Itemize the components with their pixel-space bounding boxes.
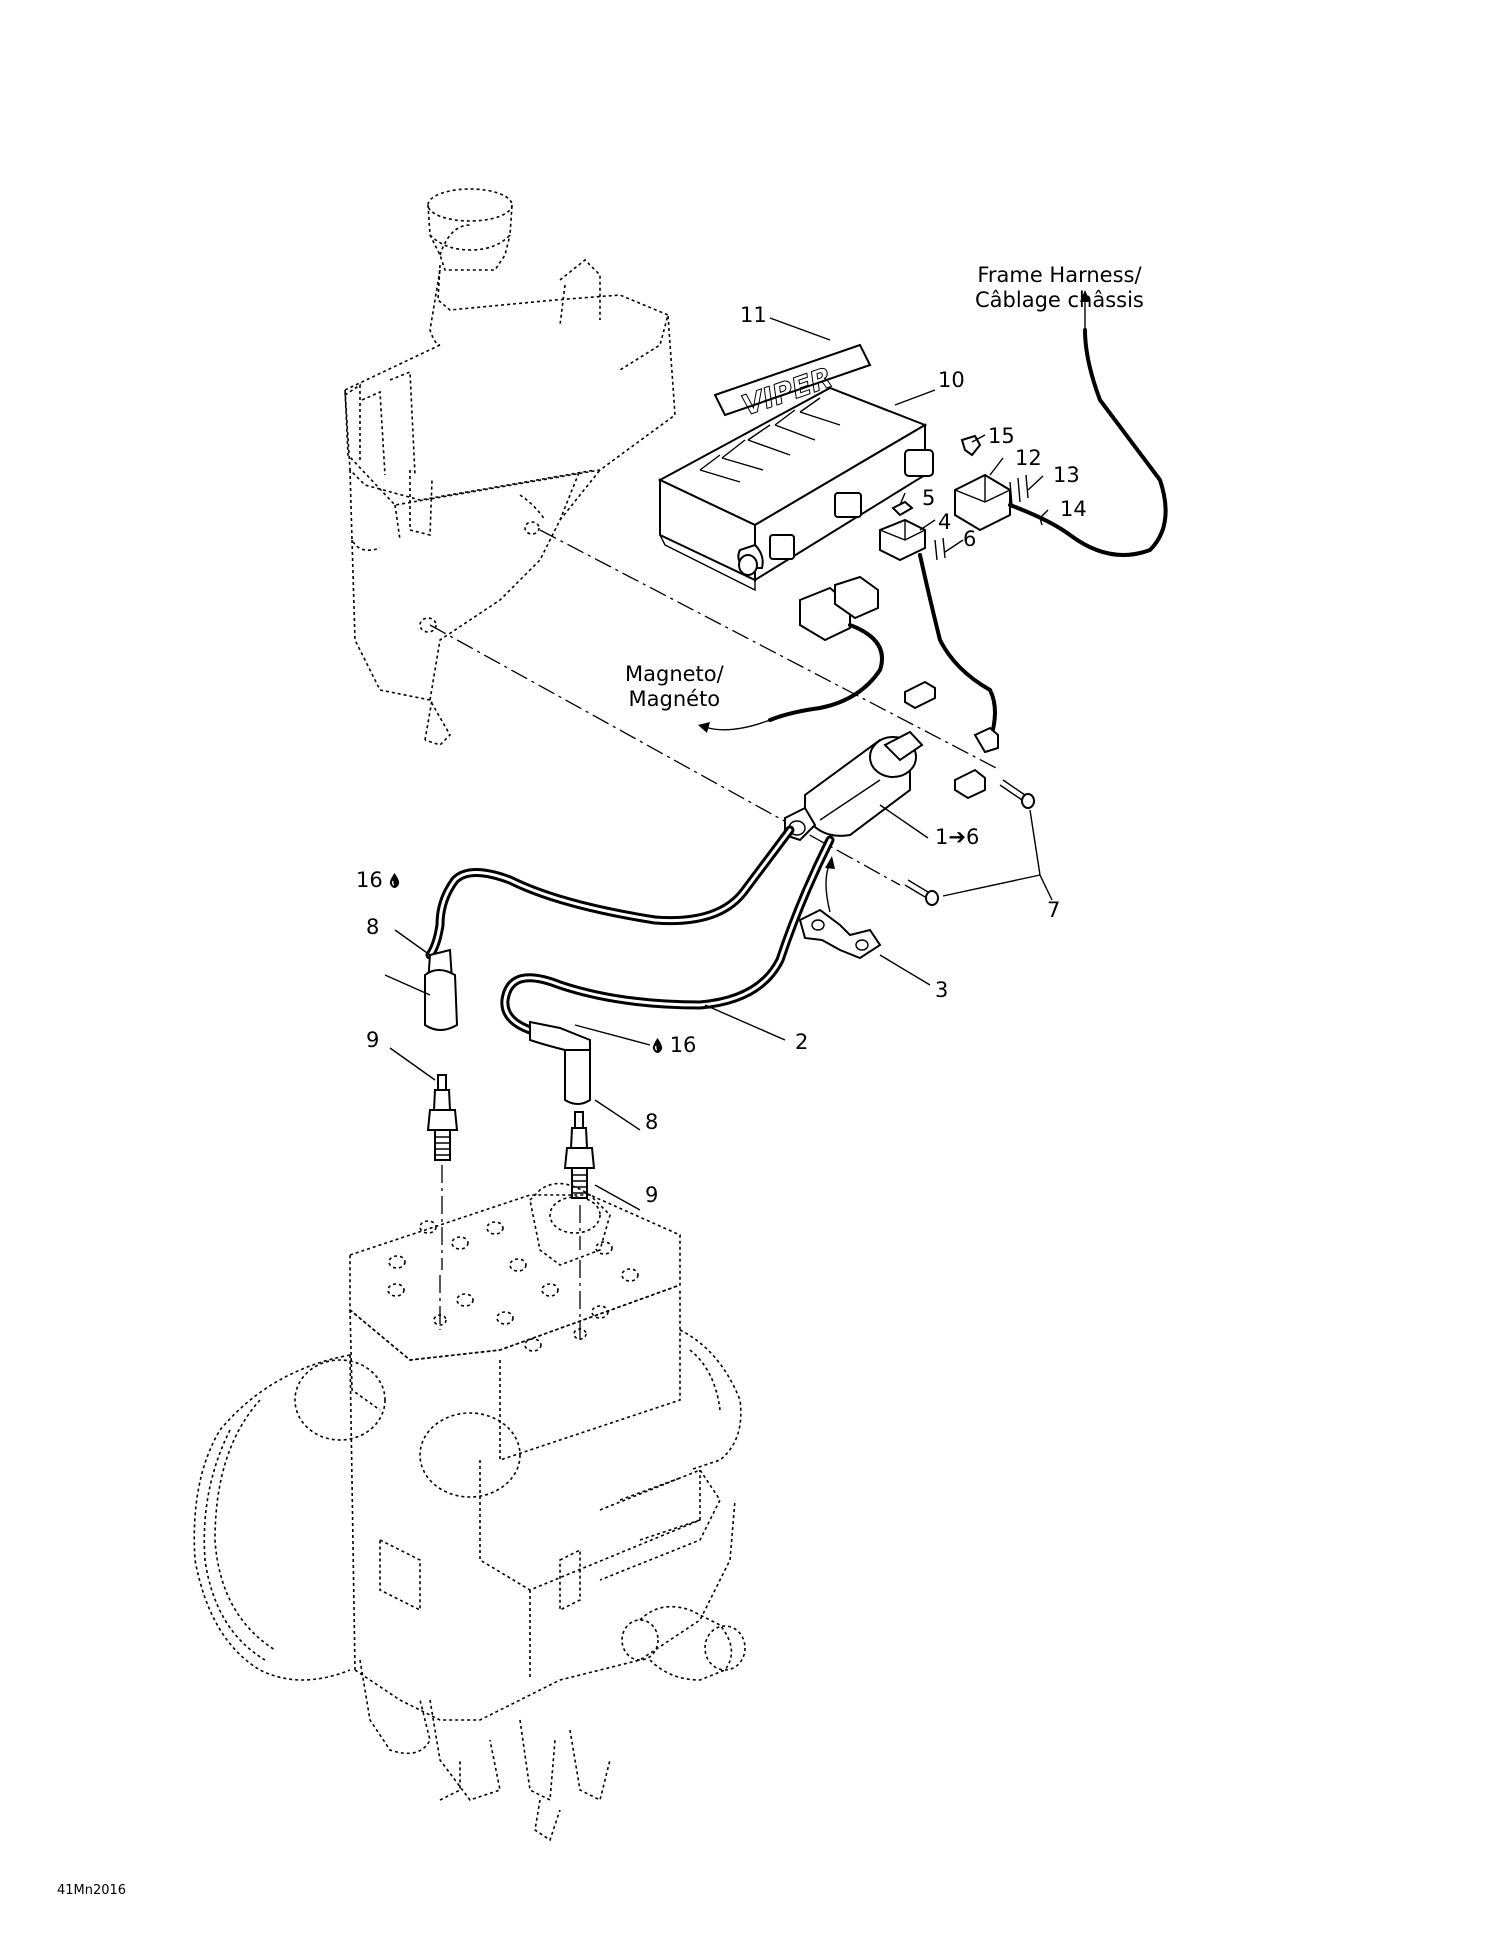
ecu-module	[657, 386, 934, 592]
callout-1-to-6: 1➔6	[935, 825, 980, 849]
clip-5	[891, 500, 914, 517]
ignition-coil	[784, 730, 924, 842]
engine-block	[193, 1182, 746, 1842]
callout-11: 11	[740, 303, 767, 327]
mounting-axis-upper	[539, 529, 1001, 771]
coil-bracket	[904, 680, 999, 800]
callout-8-lower: 8	[645, 1110, 659, 1134]
screw-7-upper	[999, 779, 1035, 809]
arrow-icon	[698, 719, 771, 733]
callout-16-lower: 16	[652, 1033, 696, 1057]
frame-harness-note: Frame Harness/ Câblage châssis	[975, 263, 1144, 312]
connector-4	[879, 518, 926, 562]
callout-8-upper: 8	[366, 915, 380, 939]
callout-14: 14	[1060, 497, 1087, 521]
callout-12: 12	[1015, 446, 1042, 470]
callout-7: 7	[1047, 898, 1061, 922]
terminals-6	[934, 537, 946, 561]
callout-9-lower: 9	[645, 1183, 659, 1207]
oil-drop-icon	[652, 1038, 663, 1053]
head-bolts	[387, 1220, 639, 1352]
spark-plug-left	[426, 1074, 459, 1161]
callout-13: 13	[1053, 463, 1080, 487]
ht-cable-right	[500, 835, 835, 1035]
spark-plug-cap-left	[424, 948, 459, 1031]
coil-harness-wire	[918, 553, 997, 742]
arrow-icon	[1080, 290, 1090, 335]
screw-7-lower	[904, 879, 939, 906]
magneto-wire	[768, 623, 884, 722]
callout-4: 4	[938, 510, 952, 534]
magneto-note: Magneto/ Magnéto	[625, 662, 724, 711]
diagram-code: 41Mn2016	[57, 1883, 127, 1898]
callout-6: 6	[963, 527, 977, 551]
spark-plug-right	[563, 1111, 596, 1199]
callout-5: 5	[922, 486, 936, 510]
frame-harness-wire	[1008, 328, 1168, 557]
terminals-13	[1009, 474, 1029, 506]
magneto-connector	[799, 575, 879, 642]
arrow-icon	[825, 856, 835, 913]
mounting-axis-lower	[429, 624, 901, 886]
oil-drop-icon	[390, 873, 400, 888]
callout-16-upper: 16	[356, 868, 400, 892]
callout-3: 3	[935, 978, 949, 1002]
oil-reservoir	[344, 188, 676, 746]
callout-2: 2	[795, 1030, 809, 1054]
leader-lines	[384, 317, 1053, 1211]
spark-plug-cap-right	[529, 1020, 591, 1105]
callout-10: 10	[938, 368, 965, 392]
callout-9-upper: 9	[366, 1028, 380, 1052]
ht-cable-left	[425, 825, 795, 960]
connector-12	[954, 473, 1011, 532]
cable-clamp	[798, 908, 882, 960]
callout-15: 15	[988, 424, 1015, 448]
